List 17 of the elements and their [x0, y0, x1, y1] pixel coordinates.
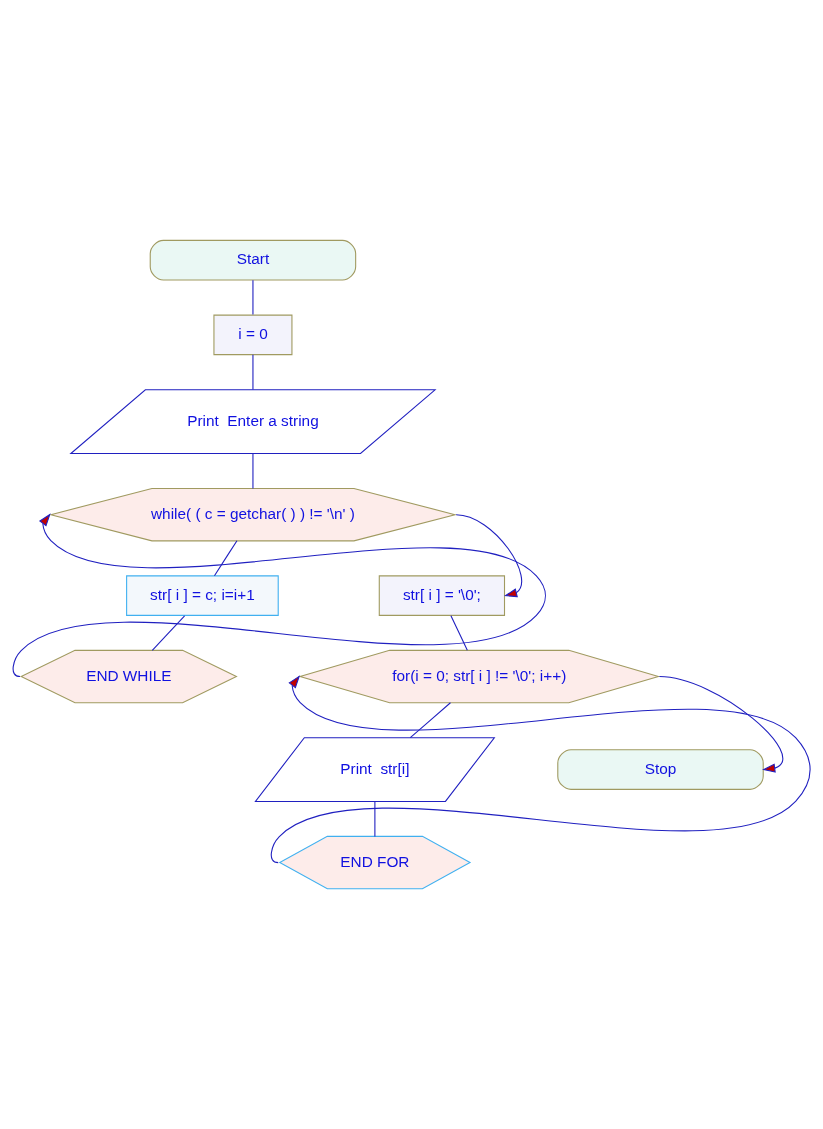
arrow	[658, 676, 784, 773]
node-box: Start	[149, 239, 357, 281]
connector	[151, 615, 186, 651]
connector	[374, 801, 376, 838]
connector	[213, 540, 238, 577]
node-box: i = 0	[213, 314, 293, 356]
arrow	[12, 513, 546, 678]
connector	[252, 279, 254, 316]
node-box: Stop	[557, 749, 764, 790]
connector	[252, 453, 254, 490]
node-box: str[ i ] = c; i=i+1	[126, 575, 279, 616]
connector	[450, 615, 468, 651]
node-box: str[ i ] = '\0';	[378, 575, 506, 616]
arrow	[455, 514, 523, 598]
connector	[409, 702, 451, 739]
connector	[252, 354, 254, 391]
arrow	[270, 675, 811, 864]
